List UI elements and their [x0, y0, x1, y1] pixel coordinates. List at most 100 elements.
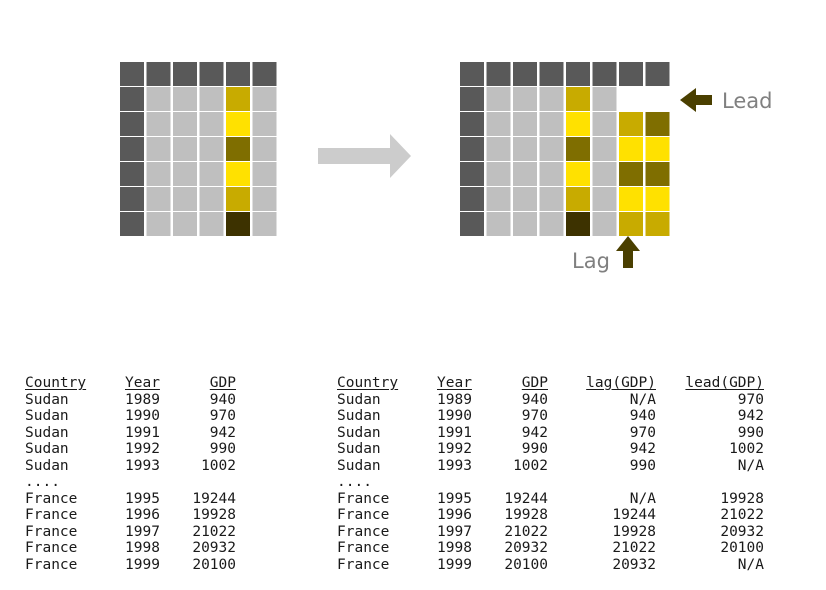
table-cell: France — [337, 556, 390, 573]
table-cell: 1995 — [437, 490, 472, 507]
grid-header-cell — [173, 62, 197, 86]
table-cell: 1992 — [437, 441, 472, 457]
table-cell: France — [25, 523, 78, 540]
grid-header-cell — [566, 62, 590, 86]
grid-header-cell — [460, 212, 484, 236]
table-cell: N/A — [737, 457, 764, 474]
grid-cell — [146, 212, 171, 236]
lead-cell — [645, 212, 670, 236]
grid-header-cell — [120, 137, 144, 161]
column-header: Country — [337, 375, 399, 391]
grid-cell — [252, 112, 277, 136]
column-header: Country — [25, 375, 87, 391]
table-row: .... — [337, 474, 777, 491]
grid-cell — [199, 162, 224, 186]
grid-cell — [146, 137, 171, 161]
grid-header-cell — [460, 87, 484, 111]
table-cell: 20100 — [192, 556, 236, 573]
grid-cell — [252, 187, 277, 211]
grid-cell — [173, 212, 197, 236]
lead-cell — [645, 162, 670, 186]
table-cell: France — [337, 507, 390, 523]
highlight-cell — [566, 187, 590, 211]
grid-cell — [592, 137, 617, 161]
grid-cell — [592, 87, 617, 111]
grid-cell — [486, 162, 511, 186]
lead-arrow-icon — [680, 88, 712, 112]
table-cell: Sudan — [337, 408, 381, 424]
grid-header-cell — [199, 62, 224, 86]
table-cell: 990 — [209, 441, 236, 457]
table-cell: 19244 — [192, 490, 236, 507]
grid-cell — [199, 187, 224, 211]
table-cell: France — [25, 556, 78, 573]
highlight-cell — [566, 137, 590, 161]
table-cell: 1997 — [437, 523, 472, 540]
table-cell: France — [25, 540, 78, 556]
column-header: GDP — [209, 375, 236, 391]
table-cell: Sudan — [337, 441, 381, 457]
table-cell: France — [337, 540, 390, 556]
highlight-cell — [226, 212, 250, 236]
table-cell: 990 — [521, 441, 548, 457]
grid-cell — [146, 87, 171, 111]
table-cell: 19244 — [504, 490, 548, 507]
grid-header-cell — [486, 62, 511, 86]
table-cell: Sudan — [337, 457, 381, 474]
table-row: .... — [25, 474, 240, 491]
table-cell: 940 — [521, 391, 548, 408]
grid-cell — [252, 162, 277, 186]
lag-lead-diagram: Lead Lag — [120, 62, 772, 273]
grid-cell — [173, 87, 197, 111]
source-grid — [120, 62, 277, 236]
table-cell: 20932 — [612, 556, 656, 573]
table-cell: France — [337, 523, 390, 540]
grid-header-cell — [460, 162, 484, 186]
table-cell: 970 — [521, 408, 548, 424]
grid-cell — [173, 112, 197, 136]
table-cell: France — [25, 507, 78, 523]
grid-cell — [513, 137, 537, 161]
grid-cell — [592, 212, 617, 236]
table-cell: 19928 — [192, 507, 236, 523]
table-cell: 990 — [629, 457, 656, 474]
table-cell: 1002 — [201, 457, 236, 474]
grid-cell — [539, 112, 564, 136]
table-cell: 1002 — [729, 441, 764, 457]
grid-cell — [146, 112, 171, 136]
table-cell: 970 — [209, 408, 236, 424]
table-cell: 1996 — [437, 507, 472, 523]
grid-cell — [486, 212, 511, 236]
lead-label: Lead — [722, 89, 772, 113]
table-header-row: Country Year GDP — [25, 375, 240, 392]
grid-header-cell — [120, 112, 144, 136]
table-cell: 19928 — [720, 490, 764, 507]
grid-cell — [513, 112, 537, 136]
grid-cell — [513, 212, 537, 236]
table-cell: 19928 — [504, 507, 548, 523]
table-cell: .... — [25, 474, 60, 490]
table-cell: 1998 — [437, 540, 472, 556]
column-header: Year — [125, 375, 160, 391]
grid-cell — [199, 212, 224, 236]
grid-cell — [539, 187, 564, 211]
grid-header-cell — [460, 62, 484, 86]
column-header: GDP — [521, 375, 548, 391]
lag-cell — [619, 137, 643, 161]
table-cell: 1993 — [125, 457, 160, 474]
lag-header-cell — [619, 62, 643, 86]
grid-cell — [146, 162, 171, 186]
column-header: Year — [437, 375, 472, 391]
table-cell: 1993 — [437, 457, 472, 474]
grid-cell — [252, 212, 277, 236]
table-cell: 970 — [629, 424, 656, 441]
